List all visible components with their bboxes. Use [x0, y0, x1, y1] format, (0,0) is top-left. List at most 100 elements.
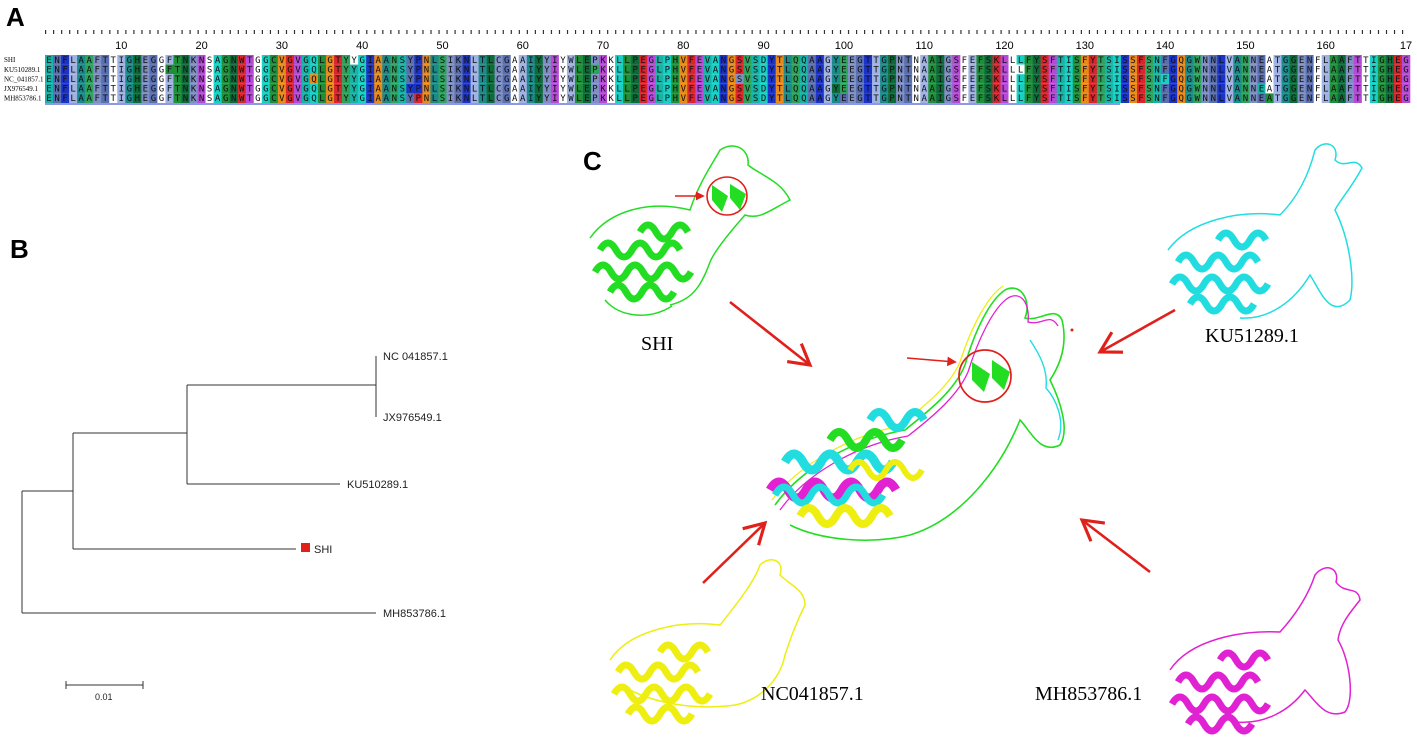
alignment-cell: [591, 55, 600, 65]
alignment-cell: [1024, 64, 1033, 75]
residue-letter: F: [962, 94, 967, 104]
alignment-cell: [639, 74, 648, 84]
residue-letter: S: [1106, 75, 1111, 85]
residue-letter: F: [978, 56, 983, 66]
alignment-cell: [1393, 74, 1403, 84]
residue-letter: P: [632, 85, 638, 95]
residue-letter: N: [1251, 85, 1256, 95]
residue-letter: K: [456, 56, 462, 66]
alignment-cell: [502, 64, 512, 75]
alignment-cell: [591, 93, 600, 103]
residue-letter: G: [1403, 85, 1408, 95]
alignment-cell: [1145, 83, 1154, 94]
residue-letter: E: [1259, 85, 1264, 95]
alignment-cell: [936, 64, 945, 75]
residue-letter: N: [231, 65, 236, 75]
alignment-cell: [253, 55, 263, 65]
alignment-cell: [1169, 83, 1178, 94]
alignment-cell: [936, 83, 945, 94]
alignment-cell: [1257, 55, 1266, 65]
alignment-cell: [526, 55, 536, 65]
ruler-dot: [1016, 30, 1018, 34]
residue-letter: F: [94, 65, 99, 75]
residue-letter: L: [1010, 94, 1015, 104]
alignment-cell: [430, 83, 439, 94]
alignment-cell: [502, 83, 512, 94]
residue-letter: V: [705, 75, 711, 85]
alignment-cell: [438, 74, 447, 84]
alignment-cell: [807, 93, 817, 103]
residue-letter: G: [825, 85, 830, 95]
residue-letter: A: [809, 94, 815, 104]
ruler-tick-label: 140: [1156, 40, 1174, 52]
alignment-cell: [839, 83, 849, 94]
residue-letter: G: [1291, 85, 1296, 95]
ruler-tick-label: 17: [1400, 40, 1412, 52]
residue-letter: A: [1331, 65, 1337, 75]
residue-letter: G: [255, 56, 260, 66]
alignment-cell: [920, 93, 929, 103]
panel-label-c: C: [583, 146, 602, 176]
residue-letter: D: [761, 56, 766, 66]
residue-letter: F: [689, 65, 694, 75]
alignment-cell: [735, 83, 744, 94]
alignment-cell: [141, 55, 150, 65]
residue-letter: L: [1002, 75, 1007, 85]
residue-letter: L: [1010, 75, 1015, 85]
alignment-cell: [510, 74, 520, 84]
alignment-cell: [1120, 74, 1130, 84]
alignment-cell: [1161, 64, 1170, 75]
alignment-cell: [791, 93, 801, 103]
residue-letter: P: [665, 56, 671, 66]
alignment-cell: [309, 93, 319, 103]
residue-letter: Y: [560, 94, 566, 104]
alignment-cell: [631, 64, 640, 75]
alignment-cell: [301, 55, 311, 65]
alignment-cell: [1016, 74, 1025, 84]
alignment-cell: [462, 64, 471, 75]
residue-letter: Y: [1090, 85, 1096, 95]
alignment-cell: [406, 64, 415, 75]
residue-letter: G: [881, 85, 886, 95]
ruler-dot: [920, 30, 922, 34]
residue-letter: N: [1243, 56, 1248, 66]
residue-letter: N: [464, 56, 469, 66]
residue-letter: G: [151, 94, 156, 104]
residue-letter: G: [1186, 75, 1191, 85]
residue-letter: E: [1395, 56, 1400, 66]
residue-letter: K: [456, 94, 462, 104]
residue-letter: A: [376, 65, 382, 75]
alignment-cell: [1193, 74, 1202, 84]
residue-letter: S: [1130, 56, 1135, 66]
residue-letter: V: [681, 94, 687, 104]
residue-letter: T: [777, 94, 783, 104]
residue-letter: T: [175, 75, 181, 85]
alignment-cell: [566, 74, 576, 84]
residue-letter: N: [1307, 56, 1312, 66]
ruler-dot: [1257, 30, 1259, 34]
ruler-dot: [358, 30, 360, 34]
alignment-cell: [342, 64, 351, 75]
residue-letter: L: [70, 65, 75, 75]
alignment-cell: [1137, 74, 1146, 84]
ruler-dot: [904, 30, 906, 34]
alignment-cell: [1369, 64, 1379, 75]
alignment-cell: [374, 83, 383, 94]
residue-letter: Y: [1034, 56, 1040, 66]
residue-letter: I: [552, 85, 557, 95]
residue-letter: T: [777, 56, 783, 66]
residue-letter: G: [151, 56, 156, 66]
alignment-cell: [1385, 74, 1395, 84]
residue-letter: T: [1355, 85, 1361, 95]
residue-letter: F: [167, 56, 172, 66]
residue-letter: A: [1339, 85, 1345, 95]
alignment-cell: [1369, 93, 1379, 103]
ruler-dot: [1024, 30, 1026, 34]
residue-letter: S: [400, 56, 405, 66]
alignment-cell: [61, 74, 70, 84]
residue-letter: S: [1130, 85, 1135, 95]
alignment-cell: [815, 64, 825, 75]
alignment-cell: [888, 83, 897, 94]
residue-letter: G: [359, 94, 364, 104]
alignment-cell: [446, 74, 455, 84]
